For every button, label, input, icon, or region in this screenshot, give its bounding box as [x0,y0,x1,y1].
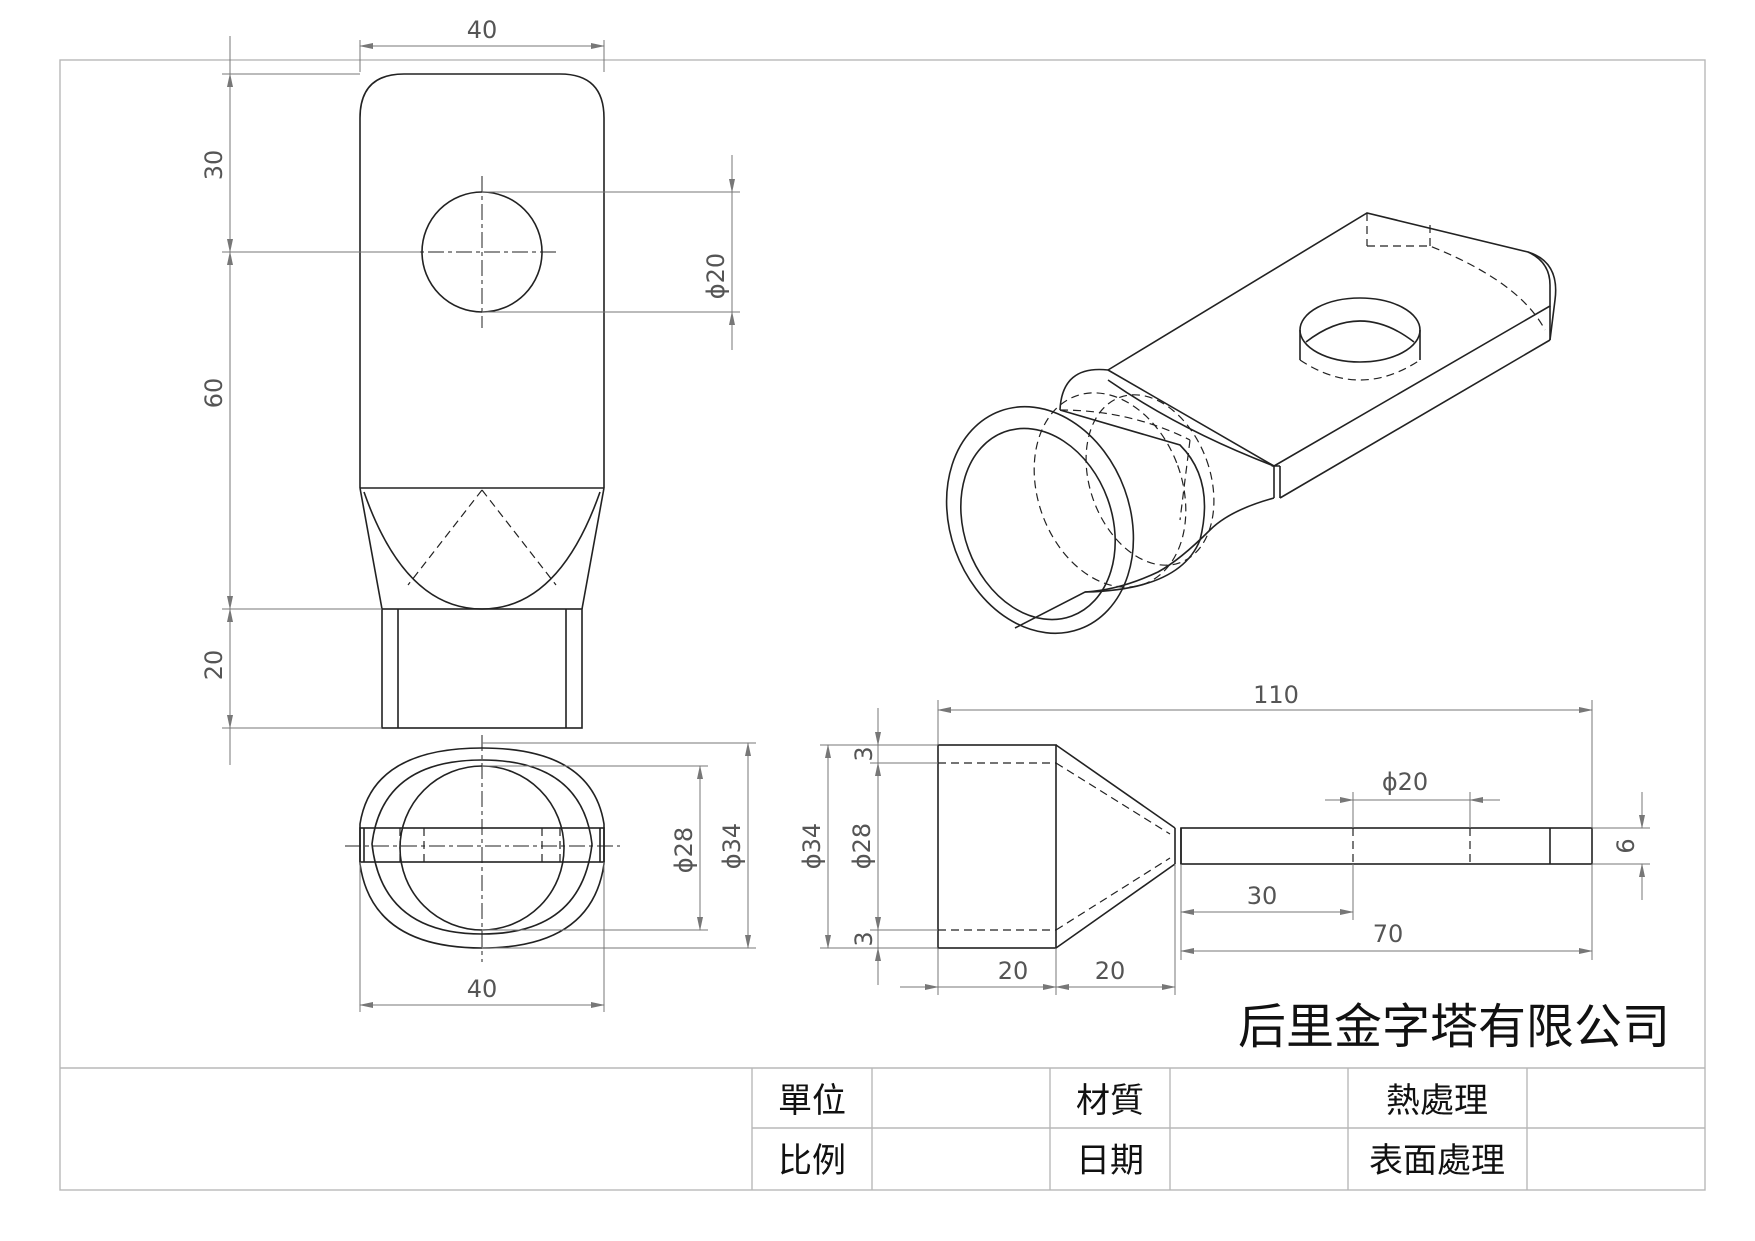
front-view-taper-hidden-left [407,489,483,586]
dim-side-wall-bottom: 3 [850,931,878,946]
front-view-taper-hidden-right [481,489,557,586]
side-view-taper-top [1055,744,1176,829]
iso-hole-top [1299,297,1421,363]
iso-barrel-body [1014,409,1206,629]
company-name: 后里金字塔有限公司 [1238,999,1670,1055]
dim-side-inner-diameter: ϕ28 [848,823,876,869]
side-view-tongue [1180,827,1593,865]
iso-barrel-end-hidden [1085,394,1215,566]
front-view-barrel [381,608,583,729]
front-view-taper-arc [363,491,601,610]
dim-side-overall-length: 110 [1253,681,1299,709]
dim-bottom-outer-diameter: ϕ34 [718,823,746,869]
bottom-view-rim [371,759,593,935]
scale-label: 比例 [778,1141,846,1181]
side-view-barrel [937,744,1057,949]
side-view-taper-hidden-bottom [1055,857,1171,931]
front-view-taper-left [359,487,383,610]
dim-bottom-inner-diameter: ϕ28 [670,827,698,873]
unit-label: 單位 [778,1081,846,1121]
iso-hole-inner [1305,320,1415,343]
material-label: 材質 [1076,1081,1144,1121]
dim-side-outer-diameter: ϕ34 [798,823,826,869]
dim-side-taper-length: 20 [1095,957,1126,985]
isometric-view [945,212,1557,635]
dim-front-width: 40 [467,16,498,44]
dim-side-barrel-length: 20 [998,957,1029,985]
dim-side-hole-diameter: ϕ20 [1382,768,1428,796]
bottom-view [345,735,620,962]
bottom-view-dimensions: 40 ϕ28 ϕ34 [359,742,756,1012]
heat-treatment-label: 熱處理 [1386,1081,1488,1121]
iso-transition [1059,368,1275,593]
side-view-taper-bottom [1055,863,1176,949]
iso-hole-wall [1299,330,1421,360]
dim-bottom-width: 40 [467,975,498,1003]
front-view-outline [359,73,605,488]
iso-tongue-top [1107,212,1551,467]
dim-side-hole-offset: 30 [1247,882,1278,910]
iso-barrel-inner [960,427,1116,621]
dim-front-flat-length: 60 [200,378,228,409]
surface-treatment-label: 表面處理 [1369,1141,1505,1181]
iso-tongue-back-hidden [1366,213,1546,331]
front-view-dimensions: 40 30 60 20 ϕ20 [200,16,740,765]
date-label: 日期 [1076,1141,1144,1181]
iso-barrel-outer [945,405,1135,635]
side-view-taper-hidden-top [1055,762,1171,835]
iso-tongue-bottom-edge [1279,339,1551,499]
dim-side-tongue-length: 70 [1373,920,1404,948]
dim-front-hole-offset: 30 [200,150,228,181]
front-view-taper-right [581,487,605,610]
sheet-border [59,59,1706,1191]
dim-side-thickness: 6 [1612,838,1640,853]
dim-front-hole-diameter: ϕ20 [702,253,730,299]
iso-tongue-end-arc [1527,251,1557,341]
side-view-dimensions: 110 ϕ20 30 70 6 3 3 ϕ28 ϕ34 [798,681,1650,995]
title-block: 單位 材質 熱處理 比例 日期 表面處理 [751,1068,1705,1190]
dim-side-wall-top: 3 [850,746,878,761]
side-view [937,744,1593,949]
iso-hole-bottom-hidden [1299,359,1421,381]
iso-tongue-top-front-edge [1107,369,1275,467]
front-view [359,73,605,729]
dim-front-barrel-length: 20 [200,650,228,681]
